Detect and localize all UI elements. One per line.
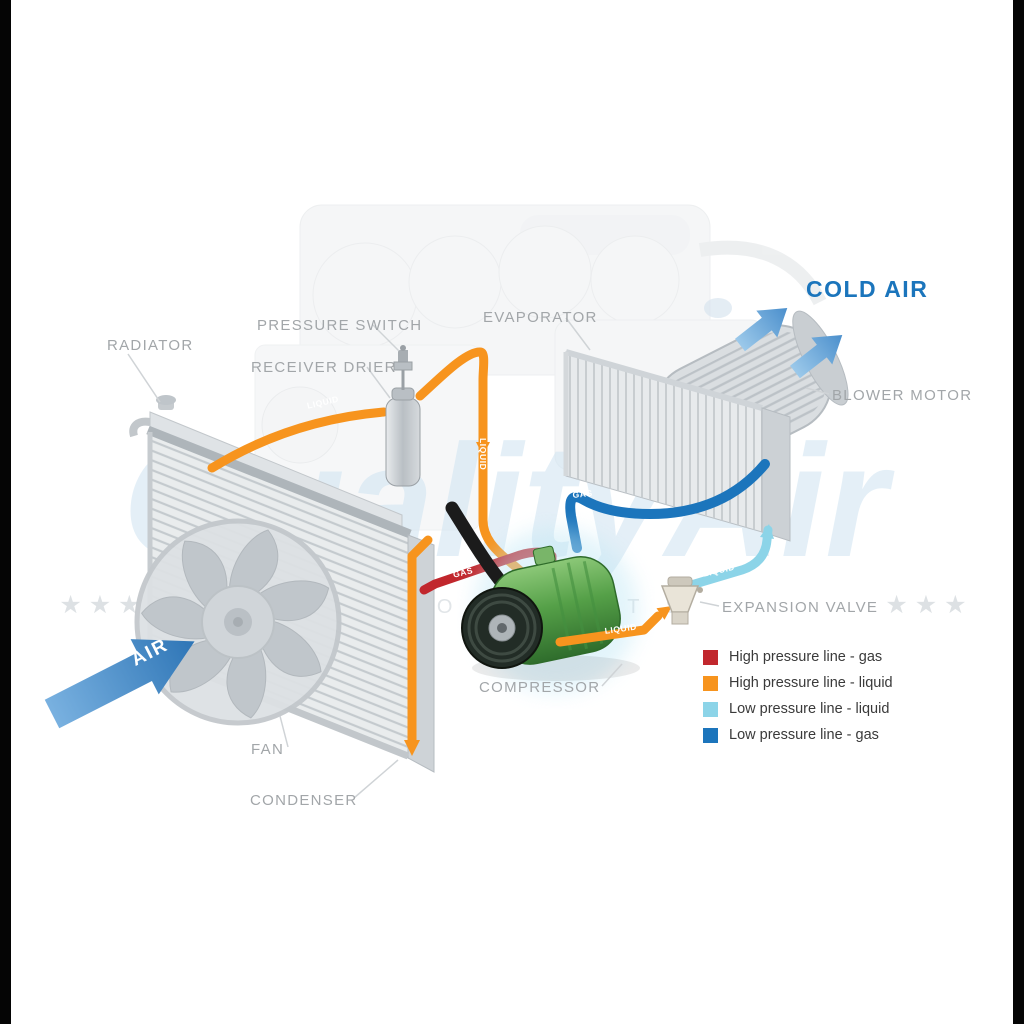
legend: High pressure line - gas High pressure l… <box>703 649 893 743</box>
legend-row: Low pressure line - liquid <box>703 701 893 717</box>
legend-row: High pressure line - gas <box>703 649 893 665</box>
air-flow-arrow-icon <box>44 639 195 729</box>
low-pressure-gas-line <box>565 459 770 553</box>
label-fan: FAN <box>251 741 285 758</box>
flow-arrow-icon <box>476 442 490 456</box>
compressor-graphic <box>445 501 640 692</box>
pressure-switch-graphic <box>393 345 413 371</box>
label-evaporator: EVAPORATOR <box>483 309 598 326</box>
label-condenser: CONDENSER <box>250 792 358 809</box>
high-pressure-liquid-line <box>207 347 550 597</box>
fan-graphic <box>134 518 342 726</box>
legend-label: High pressure line - gas <box>729 649 883 665</box>
pipe-label-gas-return: GAS <box>572 487 594 500</box>
legend-swatch-high-pressure-liquid <box>703 675 718 691</box>
legend-swatch-low-pressure-liquid <box>703 701 718 717</box>
legend-swatch-low-pressure-gas <box>703 727 718 743</box>
label-receiver-drier: RECEIVER DRIER <box>251 359 397 376</box>
left-black-bar <box>0 0 11 1024</box>
star-icon: ★ ★ ★ <box>885 591 966 619</box>
high-pressure-liquid-line-to-valve <box>555 606 672 647</box>
expansion-valve-graphic <box>660 576 703 625</box>
label-cold-air: COLD AIR <box>806 276 929 302</box>
label-blower-motor: BLOWER MOTOR <box>832 387 973 404</box>
star-icon: ★ ★ ★ <box>59 591 140 619</box>
legend-label: Low pressure line - gas <box>729 727 879 743</box>
flow-arrow-icon <box>656 606 672 620</box>
right-black-bar <box>1013 0 1024 1024</box>
label-compressor: COMPRESSOR <box>479 679 601 696</box>
receiver-drier-graphic <box>385 345 421 487</box>
legend-row: Low pressure line - gas <box>703 727 893 743</box>
label-expansion-valve: EXPANSION VALVE <box>722 599 879 616</box>
flow-arrow-icon <box>404 740 420 756</box>
evaporator-graphic <box>563 349 791 542</box>
pipe-label-liquid-down: LIQUID <box>478 438 488 471</box>
legend-swatch-high-pressure-gas <box>703 649 718 665</box>
label-radiator: RADIATOR <box>107 337 194 354</box>
low-pressure-liquid-line <box>683 524 774 591</box>
high-pressure-liquid-line-condenser <box>404 535 433 756</box>
legend-label: Low pressure line - liquid <box>729 701 890 717</box>
leader-lines <box>127 317 830 799</box>
legend-label: High pressure line - liquid <box>729 675 893 691</box>
label-pressure-switch: PRESSURE SWITCH <box>257 317 423 334</box>
flow-arrow-icon <box>760 524 774 539</box>
legend-row: High pressure line - liquid <box>703 675 893 691</box>
